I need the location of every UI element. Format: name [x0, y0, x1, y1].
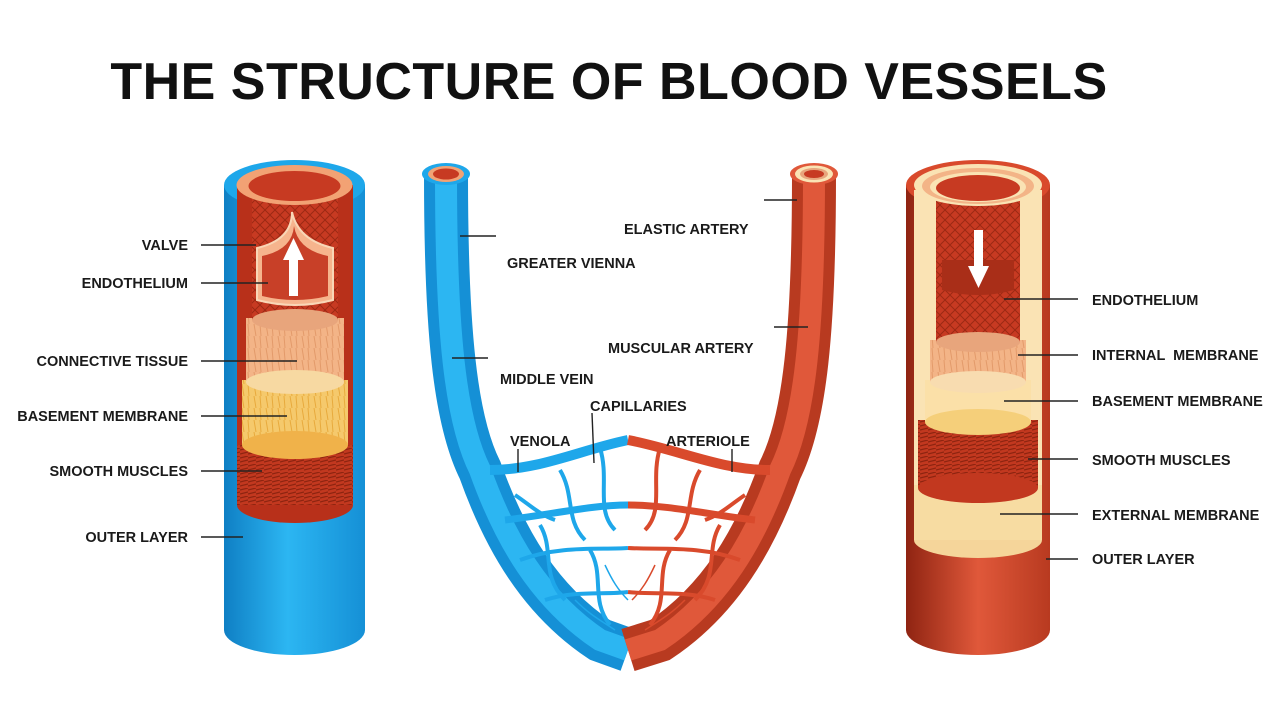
muscular-artery-label: MUSCULAR ARTERY	[608, 341, 754, 357]
artery-endothelium-label: ENDOTHELIUM	[1092, 293, 1198, 309]
artery-external-membrane-label: EXTERNAL MEMBRANE	[1092, 508, 1260, 524]
vein-endothelium-label: ENDOTHELIUM	[82, 276, 188, 292]
vein-illustration	[224, 160, 365, 655]
vein-outer-layer-label: OUTER LAYER	[85, 530, 188, 546]
vessel-network	[422, 163, 838, 671]
page-title: THE STRUCTURE OF BLOOD VESSELS	[110, 53, 1108, 111]
middle-vein-label: MIDDLE VEIN	[500, 372, 593, 388]
greater-vienna-label: GREATER VIENNA	[507, 256, 636, 272]
vein-valve-label: VALVE	[142, 238, 189, 254]
vein-connective-tissue-label: CONNECTIVE TISSUE	[37, 354, 189, 370]
artery-outer-layer-label: OUTER LAYER	[1092, 552, 1195, 568]
arteriole-label: ARTERIOLE	[666, 434, 750, 450]
artery-labels: ENDOTHELIUM INTERNAL MEMBRANE BASEMENT M…	[1000, 293, 1263, 568]
capillaries-label: CAPILLARIES	[590, 399, 687, 415]
vein-smooth-muscles-label: SMOOTH MUSCLES	[49, 464, 188, 480]
artery-smooth-muscles-label: SMOOTH MUSCLES	[1092, 453, 1231, 469]
arrow-down-icon	[968, 230, 989, 288]
arrow-up-icon	[283, 238, 304, 296]
artery-internal-membrane-label: INTERNAL MEMBRANE	[1092, 348, 1259, 364]
network-labels: GREATER VIENNA MIDDLE VEIN VENOLA CAPILL…	[452, 199, 808, 472]
vein-basement-membrane-label: BASEMENT MEMBRANE	[17, 409, 188, 425]
venola-label: VENOLA	[510, 434, 571, 450]
elastic-artery-label: ELASTIC ARTERY	[624, 222, 749, 238]
artery-basement-membrane-label: BASEMENT MEMBRANE	[1092, 394, 1263, 410]
vein-labels: VALVE ENDOTHELIUM CONNECTIVE TISSUE BASE…	[17, 238, 297, 546]
